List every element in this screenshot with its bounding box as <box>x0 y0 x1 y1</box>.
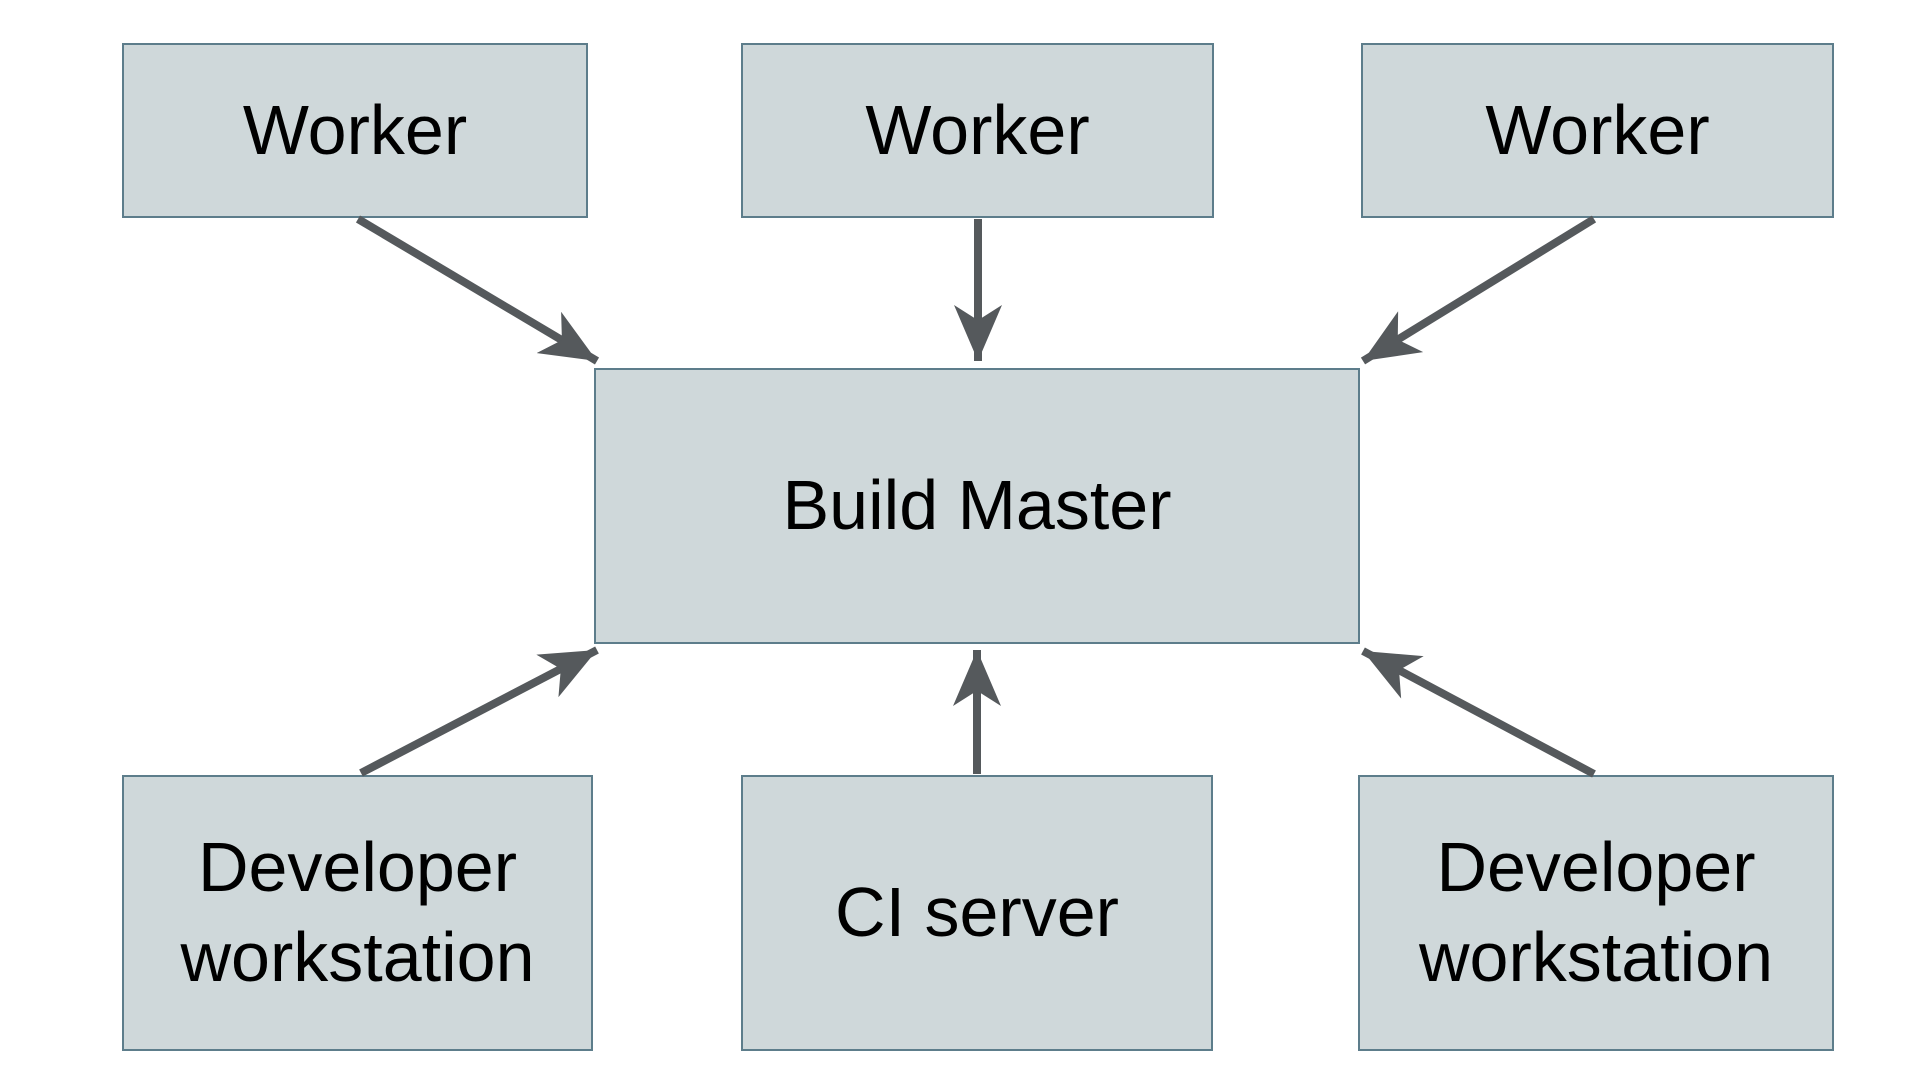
node-label: CI server <box>835 873 1119 952</box>
edge-worker-left-to-build-master <box>355 215 600 365</box>
edge-dev-workstation-right-to-build-master <box>1361 647 1596 778</box>
node-label: Worker <box>1485 90 1710 169</box>
node-label: Developer workstation <box>1418 828 1774 996</box>
node-label: Worker <box>242 90 468 169</box>
edge-dev-workstation-left-to-build-master <box>359 646 599 777</box>
node-worker-top-left: Worker <box>122 43 588 218</box>
node-label: Build Master <box>782 466 1172 545</box>
node-label: Worker <box>865 90 1090 169</box>
node-build-master: Build Master <box>594 368 1360 644</box>
node-worker-top-right: Worker <box>1361 43 1834 218</box>
node-developer-workstation-right: Developer workstation <box>1358 775 1834 1051</box>
node-ci-server: CI server <box>741 775 1213 1051</box>
node-developer-workstation-left: Developer workstation <box>122 775 593 1051</box>
edge-worker-right-to-build-master <box>1360 215 1597 365</box>
node-worker-top-center: Worker <box>741 43 1214 218</box>
node-label: Developer workstation <box>180 828 535 996</box>
